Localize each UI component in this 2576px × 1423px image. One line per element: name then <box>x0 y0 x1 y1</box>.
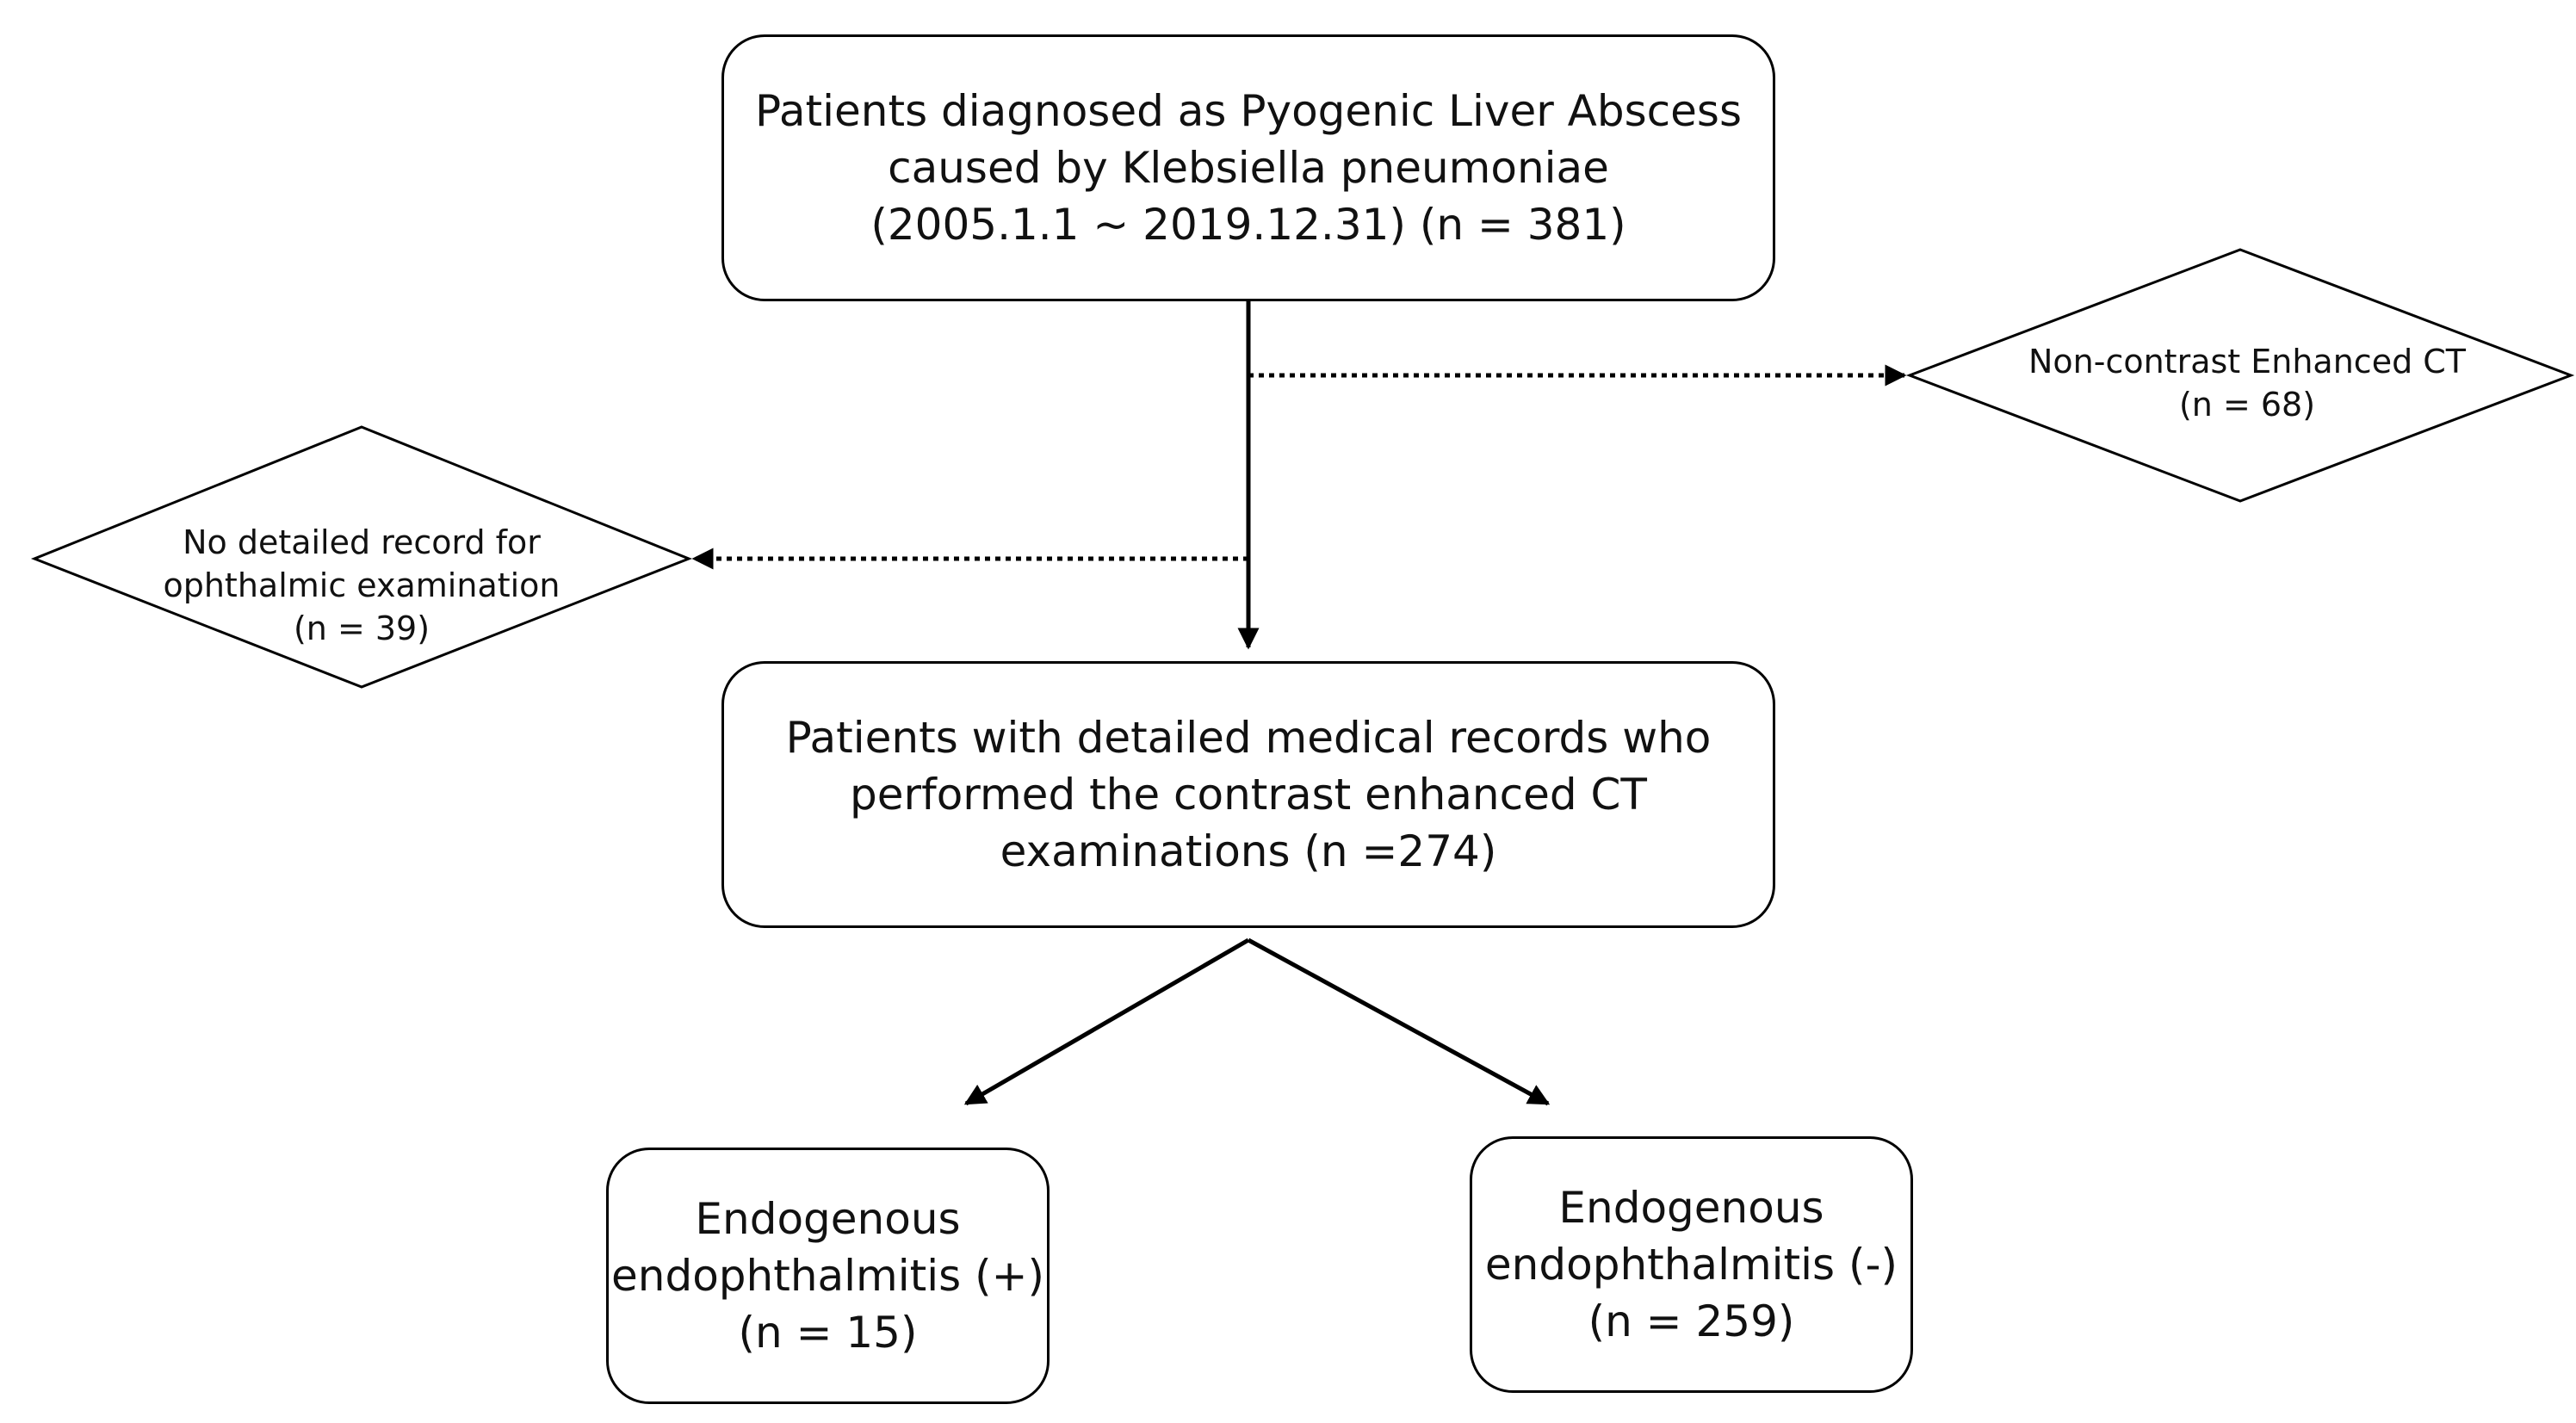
split-arrow-negative <box>1247 937 1551 1106</box>
endophthalmitis-negative-box: Endogenous endophthalmitis (-) (n = 259) <box>1470 1136 1913 1393</box>
endophthalmitis-positive-line-3: (n = 15) <box>738 1308 918 1358</box>
noncontrast-exclusion-diamond <box>1905 248 2575 503</box>
initial-cohort-line-3: (2005.1.1 ~ 2019.12.31) (n = 381) <box>870 200 1626 250</box>
endophthalmitis-positive-line-1: Endogenous <box>695 1194 961 1244</box>
noncontrast-exclusion-line-1: Non-contrast Enhanced CT <box>2028 343 2467 380</box>
endophthalmitis-negative-line-3: (n = 259) <box>1588 1296 1795 1346</box>
endophthalmitis-positive-line-2: endophthalmitis (+) <box>611 1251 1044 1301</box>
no-record-exclusion-line-2: ophthalmic examination <box>163 566 560 604</box>
included-cohort-line-3: examinations (n =274) <box>1000 826 1497 876</box>
no-record-exclusion-diamond <box>30 425 693 689</box>
endophthalmitis-negative-line-1: Endogenous <box>1558 1183 1824 1233</box>
split-arrow-positive <box>963 937 1250 1106</box>
endophthalmitis-positive-box: Endogenous endophthalmitis (+) (n = 15) <box>606 1148 1050 1404</box>
noncontrast-exclusion-line-2: (n = 68) <box>2178 386 2316 424</box>
initial-cohort-line-1: Patients diagnosed as Pyogenic Liver Abs… <box>754 86 1743 136</box>
included-cohort-line-2: performed the contrast enhanced CT <box>850 770 1647 820</box>
included-cohort-box: Patients with detailed medical records w… <box>721 661 1775 928</box>
endophthalmitis-negative-line-2: endophthalmitis (-) <box>1484 1240 1898 1290</box>
included-cohort-line-1: Patients with detailed medical records w… <box>785 713 1712 763</box>
initial-cohort-box: Patients diagnosed as Pyogenic Liver Abs… <box>721 34 1775 301</box>
initial-cohort-line-2: caused by Klebsiella pneumoniae <box>888 143 1609 193</box>
no-record-exclusion-line-3: (n = 39) <box>293 609 430 647</box>
noncontrast-exclusion-label: Non-contrast Enhanced CT (n = 68) <box>1980 327 2514 439</box>
no-record-exclusion-label: No detailed record for ophthalmic examin… <box>121 499 603 671</box>
no-record-exclusion-line-1: No detailed record for <box>183 523 541 561</box>
